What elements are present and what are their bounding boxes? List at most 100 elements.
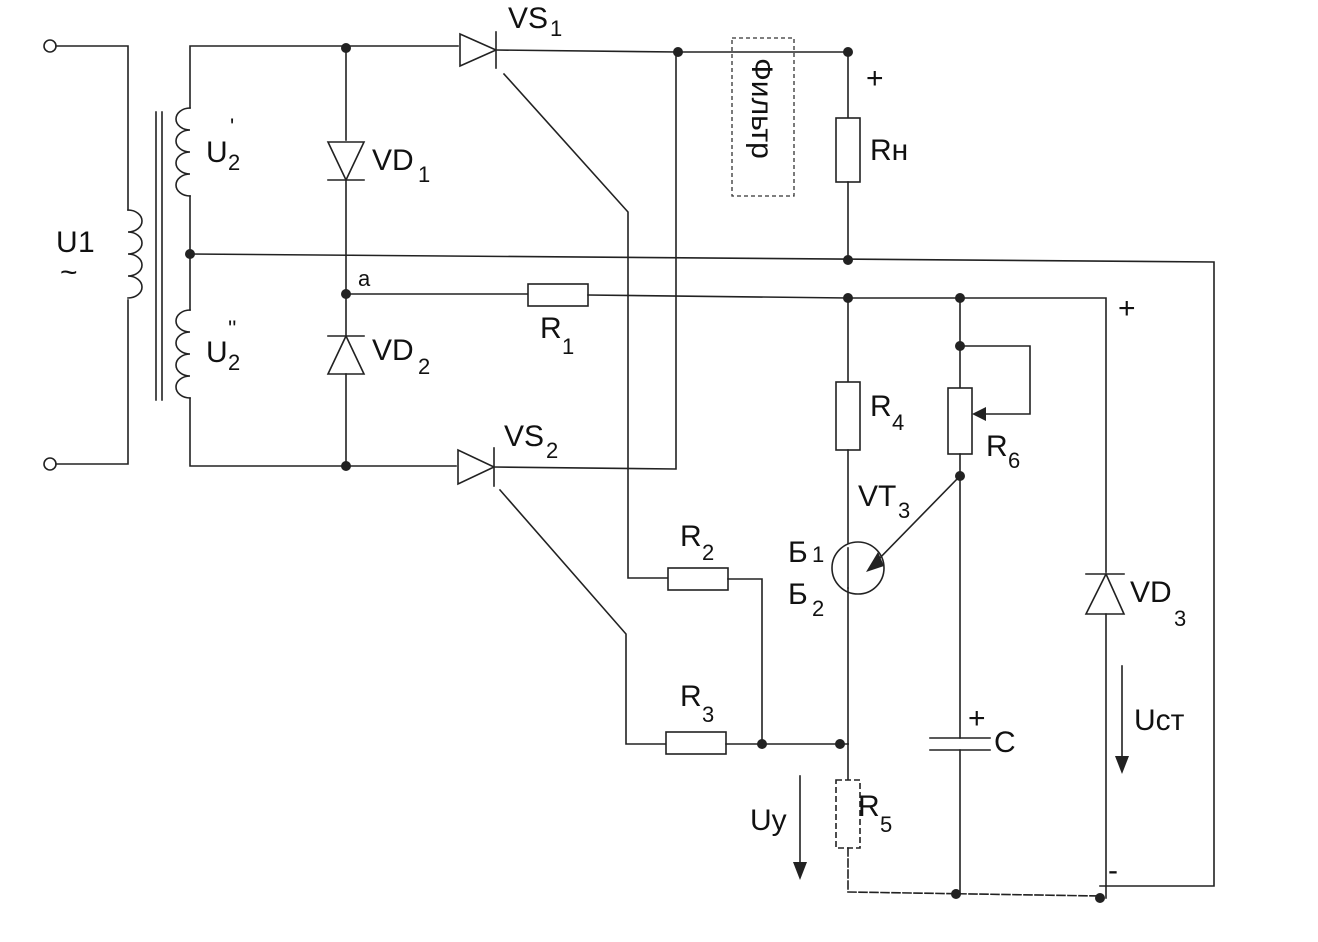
junction-dot <box>1095 893 1105 903</box>
label-b2: Б <box>788 578 808 611</box>
label-cap: C <box>994 726 1016 759</box>
wire-bottom-rail <box>189 397 457 467</box>
vs2-body <box>457 448 496 486</box>
label-r1: R <box>540 312 562 345</box>
label-rn: Rн <box>870 134 908 167</box>
label-cap-plus: + <box>968 702 986 735</box>
label-minus-right: - <box>1108 854 1118 887</box>
junctions <box>185 43 1105 903</box>
label-u2b-mark: '' <box>228 316 236 341</box>
thyristor-vs2 <box>457 447 496 487</box>
wire-top-rail <box>189 45 459 109</box>
junction-dot <box>185 249 195 259</box>
label-node-a: a <box>358 266 371 291</box>
label-u2b: U <box>206 336 228 369</box>
wire-r1-supply <box>587 294 1107 573</box>
label-plus-load: + <box>866 62 884 95</box>
label-r6-sub: 6 <box>1008 448 1020 473</box>
label-filter: Фильтр <box>745 58 778 159</box>
junction-dot <box>843 47 853 57</box>
vd1-body <box>326 141 366 182</box>
label-r5-sub: 5 <box>880 812 892 837</box>
label-u1-sub: 1 <box>78 226 95 259</box>
label-r3: R <box>680 680 702 713</box>
label-ucm: Uст <box>1134 704 1185 737</box>
wire-input-top <box>55 45 129 211</box>
label-vs1: VS <box>508 2 548 35</box>
wire-vs2-out <box>493 51 677 470</box>
label-r4-sub: 4 <box>892 410 904 435</box>
vd2-body <box>326 334 366 375</box>
label-b1: Б <box>788 536 808 569</box>
label-b2-sub: 2 <box>812 596 824 621</box>
junction-dot <box>955 341 965 351</box>
diode-vd1 <box>326 141 366 182</box>
ucm-arrow-head <box>1115 756 1129 774</box>
junction-dot <box>341 43 351 53</box>
label-u2b-sub: 2 <box>228 350 240 375</box>
wire-input-bottom <box>55 299 129 465</box>
junction-dot <box>757 739 767 749</box>
label-vd2-sub: 2 <box>418 354 430 379</box>
wire-vs1-gate <box>502 72 669 579</box>
diode-vd2 <box>326 334 366 375</box>
junction-dot <box>835 739 845 749</box>
label-u2a-sub: 2 <box>228 150 240 175</box>
label-vs1-sub: 1 <box>550 16 562 41</box>
label-vd2: VD <box>372 334 414 367</box>
load-resistor-rn <box>835 117 861 183</box>
resistor-r3 <box>665 731 727 755</box>
r6-wiper-arrow <box>972 407 986 421</box>
vs1-body <box>459 32 498 68</box>
label-vd1-sub: 1 <box>418 162 430 187</box>
ucm-arrow <box>1115 665 1129 774</box>
junction-dot <box>341 461 351 471</box>
wire-r6-wiper <box>959 345 1031 415</box>
junction-dot <box>673 47 683 57</box>
resistor-r1 <box>527 283 589 307</box>
secondary-winding-lower <box>175 309 191 399</box>
label-vd3: VD <box>1130 576 1172 609</box>
input-terminals <box>43 39 129 471</box>
wire-common-return <box>189 253 1215 887</box>
label-plus-right: + <box>1118 292 1136 325</box>
vt3-body <box>831 541 885 595</box>
junction-dot <box>341 289 351 299</box>
diode-vd3 <box>1084 572 1126 615</box>
wire-r2-r3 <box>727 578 763 745</box>
wire-r5-bottom <box>847 847 1101 897</box>
label-r4: R <box>870 390 892 423</box>
filter-box <box>731 37 795 197</box>
input-terminal-bottom <box>43 457 57 471</box>
label-u1: U <box>56 226 78 259</box>
junction-dot <box>843 255 853 265</box>
junction-dot <box>955 471 965 481</box>
vd3-body <box>1084 572 1126 615</box>
thyristor-vs1 <box>459 31 498 69</box>
label-r1-sub: 1 <box>562 334 574 359</box>
label-vs2-sub: 2 <box>546 438 558 463</box>
label-vt3: VT <box>858 480 896 513</box>
label-vd1: VD <box>372 144 414 177</box>
transistor-vt3 <box>831 474 962 745</box>
label-r5: R <box>858 790 880 823</box>
resistor-r5 <box>835 779 861 849</box>
primary-winding <box>127 209 143 299</box>
label-u2a-mark: ' <box>230 114 234 139</box>
uy-arrow-head <box>793 862 807 880</box>
resistor-r6 <box>947 387 973 455</box>
transformer-core <box>155 111 163 401</box>
vt3-emitter-arrow <box>866 552 884 572</box>
wire-vs2-gate <box>498 488 667 745</box>
junction-dot <box>955 293 965 303</box>
label-r2: R <box>680 520 702 553</box>
input-terminal-top <box>43 39 57 53</box>
secondary-winding-upper <box>175 107 191 197</box>
label-vs2: VS <box>504 420 544 453</box>
label-vd3-sub: 3 <box>1174 606 1186 631</box>
label-r6: R <box>986 430 1008 463</box>
label-r3-sub: 3 <box>702 702 714 727</box>
label-b1-sub: 1 <box>812 542 824 567</box>
label-tilde: ~ <box>60 256 78 289</box>
